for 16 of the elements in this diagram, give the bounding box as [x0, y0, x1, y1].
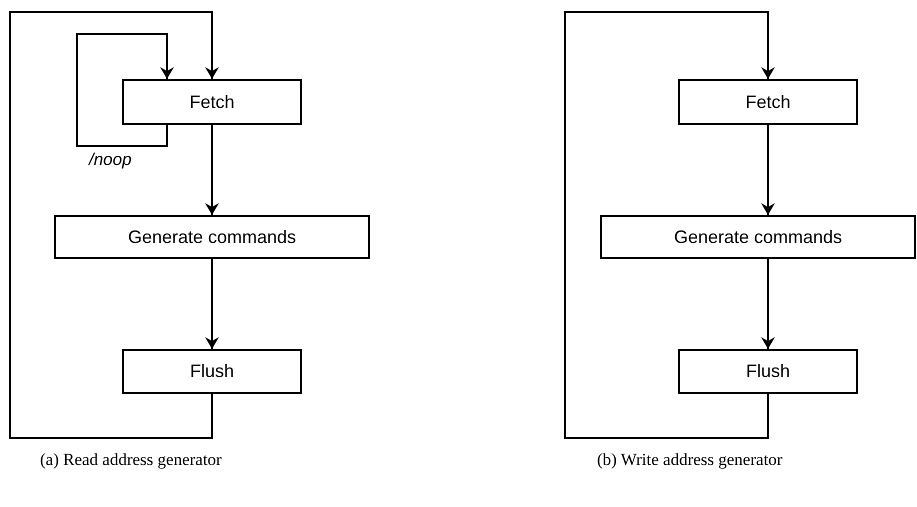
arrow [564, 11, 775, 439]
process-box: Generate commands [54, 215, 370, 259]
arrow [761, 259, 775, 349]
process-box: Flush [122, 349, 302, 394]
process-box: Flush [678, 349, 858, 394]
process-box: Generate commands [600, 215, 916, 259]
arrow [761, 125, 775, 215]
edge-label: /noop [88, 150, 133, 170]
arrow [9, 11, 219, 439]
subfigure-caption: (a) Read address generator [40, 450, 222, 470]
arrow [76, 33, 174, 147]
arrow [205, 259, 219, 349]
process-box: Fetch [678, 79, 858, 125]
process-box: Fetch [122, 79, 302, 125]
arrow [205, 125, 219, 215]
subfigure-caption: (b) Write address generator [597, 450, 782, 470]
